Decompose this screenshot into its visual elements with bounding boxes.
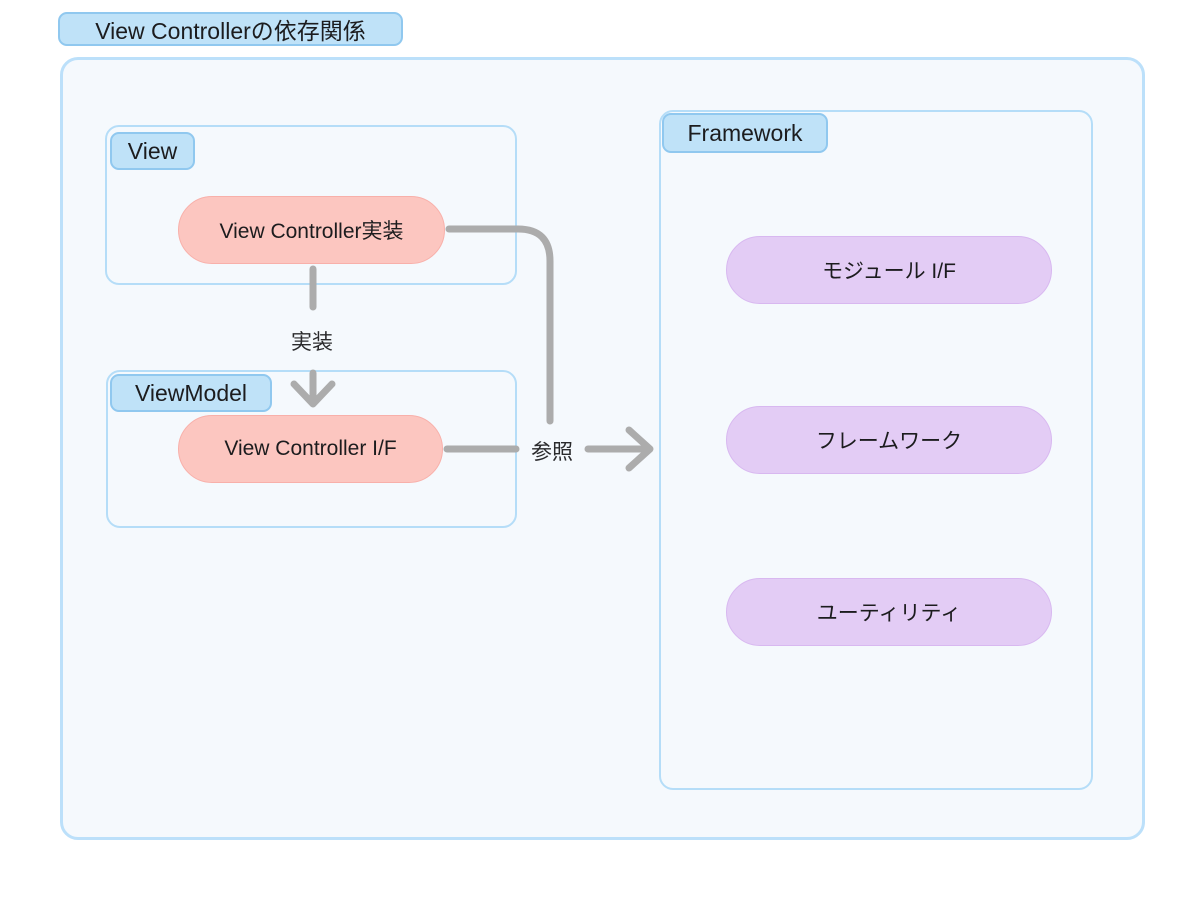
- node-view-controller-impl-label: View Controller実装: [219, 220, 404, 243]
- group-framework-badge: Framework: [662, 113, 828, 153]
- node-framework-label: フレームワーク: [815, 430, 963, 453]
- node-view-controller-impl: View Controller実装: [178, 196, 445, 264]
- group-framework-label: Framework: [687, 119, 803, 146]
- group-view-label: View: [127, 137, 178, 164]
- diagram-title: View Controllerの依存関係: [95, 18, 366, 44]
- edge-label-reference: 参照: [531, 441, 573, 464]
- node-module-if: モジュール I/F: [726, 236, 1052, 304]
- node-utility-label: ユーティリティ: [816, 602, 962, 625]
- edge-label-implements: 実装: [291, 331, 333, 354]
- node-view-controller-if: View Controller I/F: [178, 415, 443, 483]
- node-module-if-label: モジュール I/F: [822, 260, 956, 283]
- node-utility: ユーティリティ: [726, 578, 1052, 646]
- diagram-title-badge: View Controllerの依存関係: [58, 12, 403, 46]
- group-viewmodel-label: ViewModel: [134, 379, 248, 406]
- group-viewmodel-badge: ViewModel: [110, 374, 272, 412]
- group-view-badge: View: [110, 132, 195, 170]
- node-framework: フレームワーク: [726, 406, 1052, 474]
- node-view-controller-if-label: View Controller I/F: [224, 437, 397, 460]
